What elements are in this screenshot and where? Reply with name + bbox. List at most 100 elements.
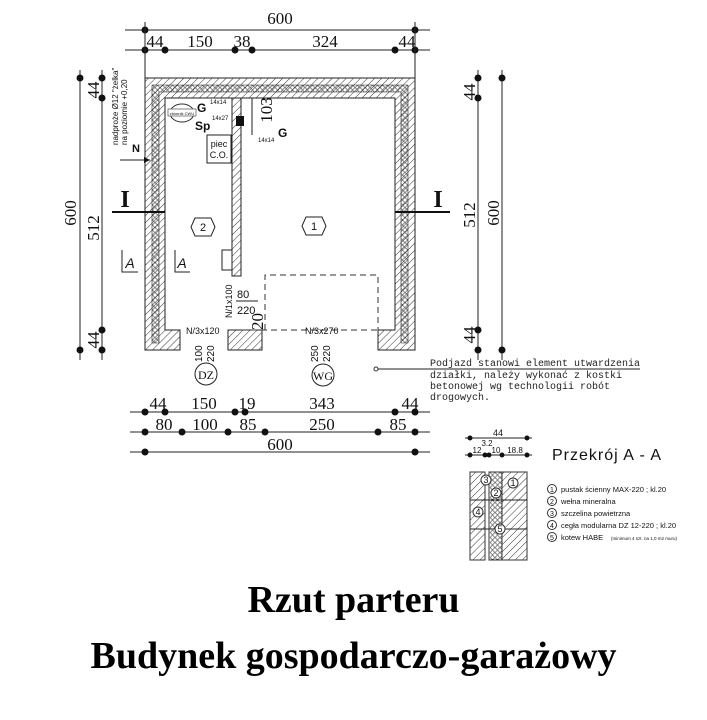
drawing-mark	[474, 326, 482, 334]
legend-text: wełna mineralna	[560, 497, 616, 506]
driveway-note: Podjazd stanowi element utwardzenia dzia…	[373, 358, 640, 404]
drawing-mark	[141, 448, 149, 456]
bottom-dimensions: 44 150 19 343 44 80 100 85 250 85 600	[130, 394, 430, 456]
dim-bottom: 19	[239, 394, 256, 413]
drawing-mark	[144, 77, 416, 351]
legend-text: kotew HABE	[561, 533, 603, 542]
drawing-text: 2	[493, 488, 498, 498]
drawing-mark	[524, 435, 530, 441]
drawing-mark	[141, 408, 419, 456]
drawing-mark	[98, 74, 106, 82]
drawing-mark	[411, 428, 419, 436]
drawing-mark	[472, 506, 484, 518]
legend-number: 1	[550, 487, 554, 494]
drawing-mark	[206, 134, 232, 164]
drawing-mark	[141, 408, 149, 416]
drawing-text: betonowej wg technologii robót	[430, 381, 610, 393]
drawing-mark	[141, 428, 149, 436]
legend-number: 3	[550, 511, 554, 518]
dim-bottom: 100	[192, 415, 218, 434]
drawing-mark	[373, 366, 379, 372]
drawing-text: 4	[475, 507, 480, 517]
drawing-text: N/1x100	[224, 284, 234, 318]
drawing-mark	[221, 249, 233, 271]
walls	[144, 77, 416, 351]
drawing-mark	[241, 408, 249, 416]
drawing-mark	[231, 97, 242, 277]
drawing-mark	[144, 157, 150, 163]
left-dimensions: 600 44 512 44	[61, 70, 106, 360]
drawing-text: 220	[322, 345, 333, 362]
drawing-mark	[76, 74, 106, 354]
legend-marker	[547, 496, 557, 506]
drawing-mark	[151, 84, 409, 344]
legend-marker	[547, 520, 557, 530]
boiler-label: zbiornik CWU	[170, 111, 195, 116]
drawing-mark	[498, 74, 506, 82]
drawing-text: 1	[311, 221, 317, 233]
drawing-mark	[98, 346, 106, 354]
legend-text: cegła modularna DZ 12-220 ; kl.20	[561, 521, 676, 530]
dim-bottom: 85	[240, 415, 257, 434]
dim-bottom: 80	[156, 415, 173, 434]
dim-bottom: 44	[150, 394, 168, 413]
drawing-text: 14x27	[212, 116, 229, 122]
drawing-mark	[241, 274, 379, 331]
door-dz-tag: DZ	[198, 368, 214, 382]
lintel-note: na poziomie +0,20	[120, 79, 129, 145]
dim-right-total: 600	[484, 200, 503, 226]
drawing-text: 80	[237, 289, 249, 301]
drawing-text: 5	[497, 524, 502, 534]
drawing-mark	[231, 46, 239, 54]
lintel-note: nadproże Ø12 "żelka"	[111, 68, 120, 145]
section-title: Przekrój A - A	[552, 447, 662, 464]
n-label: N	[132, 143, 140, 155]
dim-left-part: 44	[84, 331, 103, 349]
drawing-text: 100	[194, 345, 205, 362]
drawing-text: 220	[237, 305, 255, 317]
drawing-mark	[161, 408, 169, 416]
dim-left-part: 512	[84, 215, 103, 241]
drawing-text: Podjazd stanowi element utwardzenia	[430, 358, 640, 370]
legend-number: 5	[550, 535, 554, 542]
drawing-mark	[231, 408, 239, 416]
vent-label: G	[197, 101, 206, 115]
dim-top-part: 324	[312, 32, 338, 51]
drawing-mark	[467, 435, 473, 441]
drawing-text: 14x14	[210, 100, 227, 106]
drawing-mark	[194, 362, 218, 386]
drawing-text: 44	[493, 428, 503, 438]
drawing-text: 3	[483, 475, 488, 485]
drawing-mark	[167, 108, 197, 117]
drawing-text: 3.2	[481, 439, 493, 448]
legend-number: 4	[550, 523, 554, 530]
drawing-text: N/3x120	[186, 326, 220, 336]
drawing-mark	[474, 94, 482, 102]
drawing-mark	[486, 452, 492, 458]
dim-right-part: 44	[460, 83, 479, 101]
legend-marker	[547, 484, 557, 494]
drawing-text: 220	[206, 345, 217, 362]
dim-top-part: 38	[234, 32, 251, 51]
dim-bottom: 150	[191, 394, 217, 413]
legend-text: szczelina powietrzna	[561, 509, 631, 518]
drawing-mark	[490, 487, 502, 499]
drawing-text: 1	[510, 478, 515, 488]
drawing-mark	[494, 523, 506, 535]
drawing-text: I	[433, 187, 442, 213]
drawing-mark	[474, 346, 482, 354]
drawing-text: C.O.	[210, 150, 229, 160]
drawing-mark	[467, 435, 530, 458]
drawing-mark	[391, 46, 399, 54]
drawing-text: 20	[248, 313, 267, 330]
drawing-mark	[236, 116, 244, 126]
dim-top-total: 600	[267, 9, 293, 28]
dim-left-part: 44	[84, 81, 103, 99]
drawing-text: A	[176, 255, 186, 271]
drawing-text: działki, należy wykonać z kostki	[430, 370, 622, 382]
dim-bottom: 250	[309, 415, 335, 434]
drawing-mark	[311, 363, 335, 387]
